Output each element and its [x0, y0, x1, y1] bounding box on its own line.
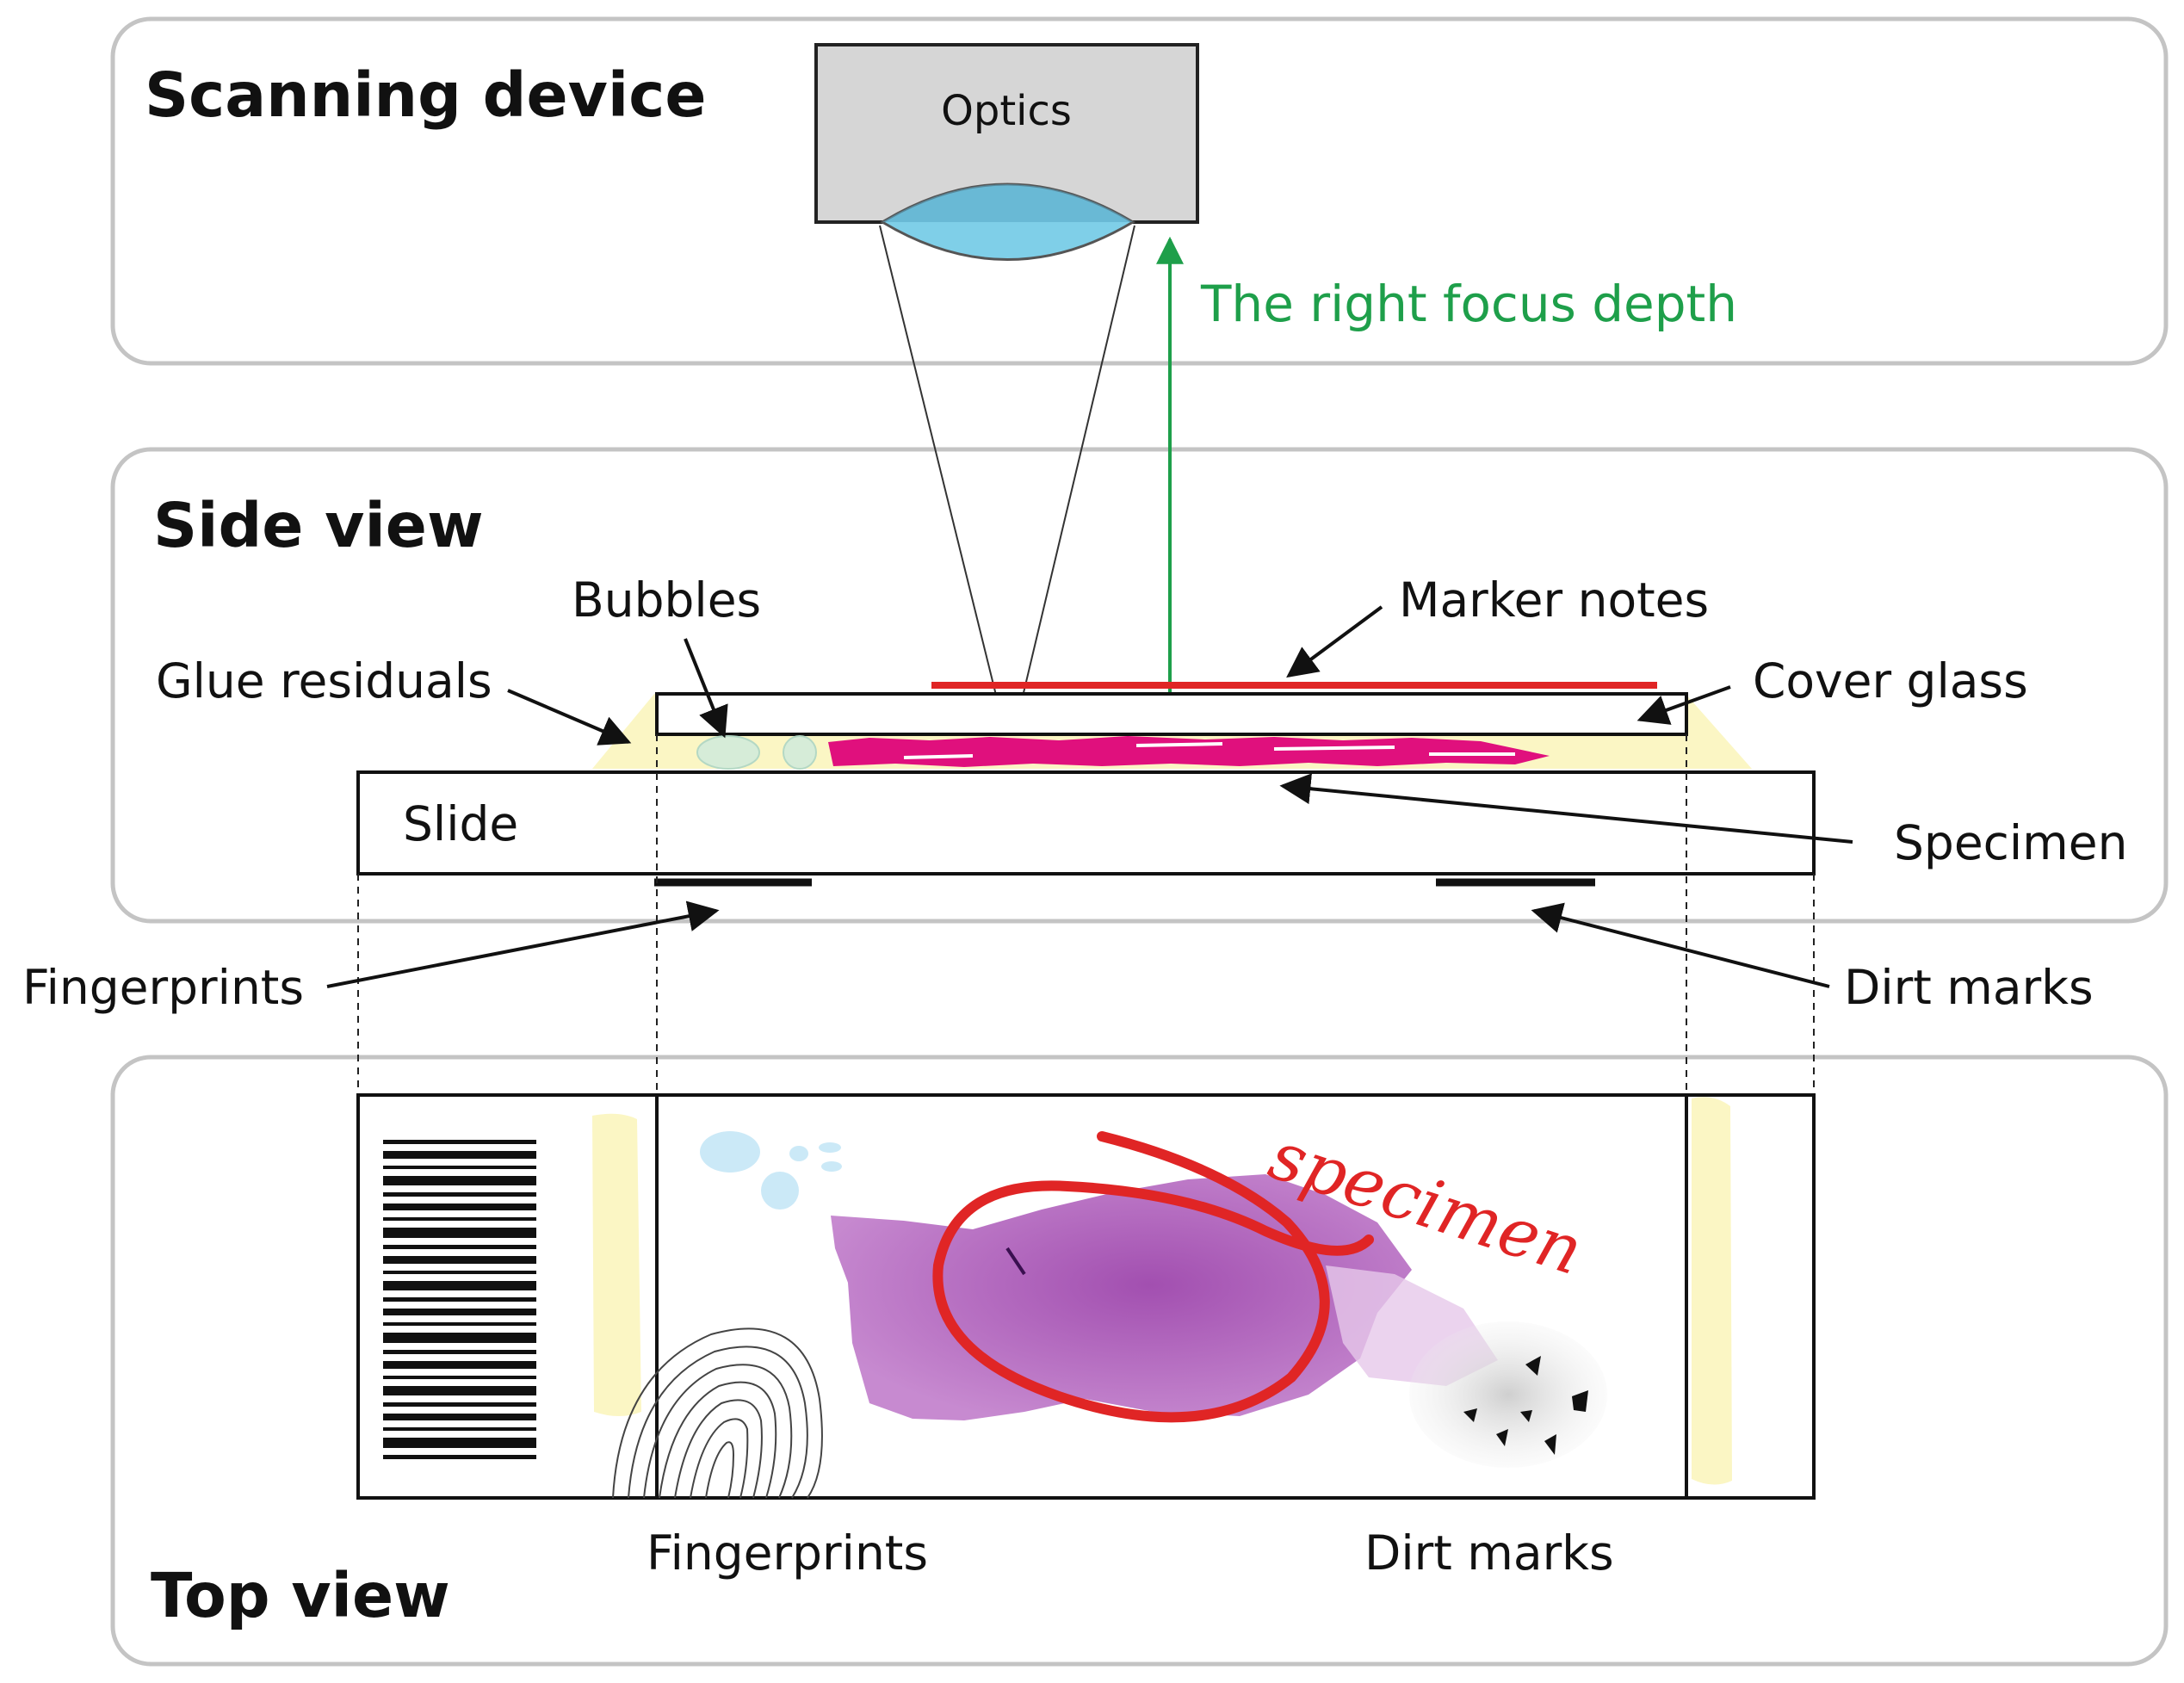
dirt-speck-6	[1544, 1434, 1556, 1455]
dirt-speck-3	[1463, 1408, 1477, 1422]
dirt-marks-side-label: Dirt marks	[1844, 960, 2094, 1015]
bubble-top-1	[700, 1131, 760, 1173]
fingerprint-top	[612, 1327, 823, 1499]
bubble-2	[783, 735, 817, 770]
top-view-panel	[110, 1055, 2169, 1667]
bubble-top-3	[789, 1146, 808, 1161]
slide-side	[356, 770, 1816, 876]
projection-lines	[357, 734, 1815, 1095]
fingerprints-top-label: Fingerprints	[647, 1525, 928, 1581]
bubble-top-5	[821, 1161, 842, 1172]
glue-residual-left	[592, 1113, 641, 1416]
bubble-1	[696, 735, 760, 770]
marker-circle	[932, 1131, 1374, 1423]
dirt-marks-top	[1409, 1321, 1607, 1468]
bubble-top-4	[819, 1142, 841, 1153]
tissue-streak	[1005, 1247, 1026, 1276]
specimen-label: Specimen	[1894, 815, 2127, 870]
leader-arrows-side	[326, 605, 1853, 988]
optics-label: Optics	[941, 87, 1072, 135]
top-view-title: Top view	[151, 1560, 450, 1631]
light-cone-left	[879, 225, 1011, 752]
slide-top: specimen	[356, 1093, 1816, 1500]
dirt-speck-4	[1496, 1429, 1508, 1446]
cover-glass-label: Cover glass	[1753, 653, 2028, 708]
dirt-speck-5	[1520, 1410, 1532, 1422]
cover-glass	[655, 692, 1688, 736]
bubble-top-2	[761, 1172, 799, 1210]
glue-residual-right	[1692, 1097, 1732, 1485]
lens-top-shade	[882, 184, 1133, 222]
optics-unit: Optics	[814, 43, 1199, 261]
glue-residuals-label: Glue residuals	[156, 653, 492, 708]
dirt-smudge	[1409, 1321, 1607, 1468]
side-view-title: Side view	[153, 490, 484, 561]
slide-label: Slide	[403, 796, 518, 851]
specimen-side-texture	[903, 742, 1515, 759]
specimen-side	[828, 736, 1550, 767]
focus-depth-label: The right focus depth	[1200, 275, 1737, 333]
scanning-device-panel	[110, 16, 2169, 366]
dirt-speck-2	[1572, 1390, 1588, 1412]
side-view-panel	[110, 447, 2169, 924]
bubbles-label: Bubbles	[572, 572, 761, 628]
dirt-marks-top-label: Dirt marks	[1364, 1525, 1614, 1581]
light-cone-right	[1009, 225, 1135, 752]
scanning-device-title: Scanning device	[145, 59, 707, 131]
dirt-speck-1	[1525, 1356, 1541, 1376]
barcode	[383, 1140, 536, 1459]
marker-notes-label: Marker notes	[1399, 572, 1709, 628]
fingerprints-side-label: Fingerprints	[22, 960, 304, 1015]
